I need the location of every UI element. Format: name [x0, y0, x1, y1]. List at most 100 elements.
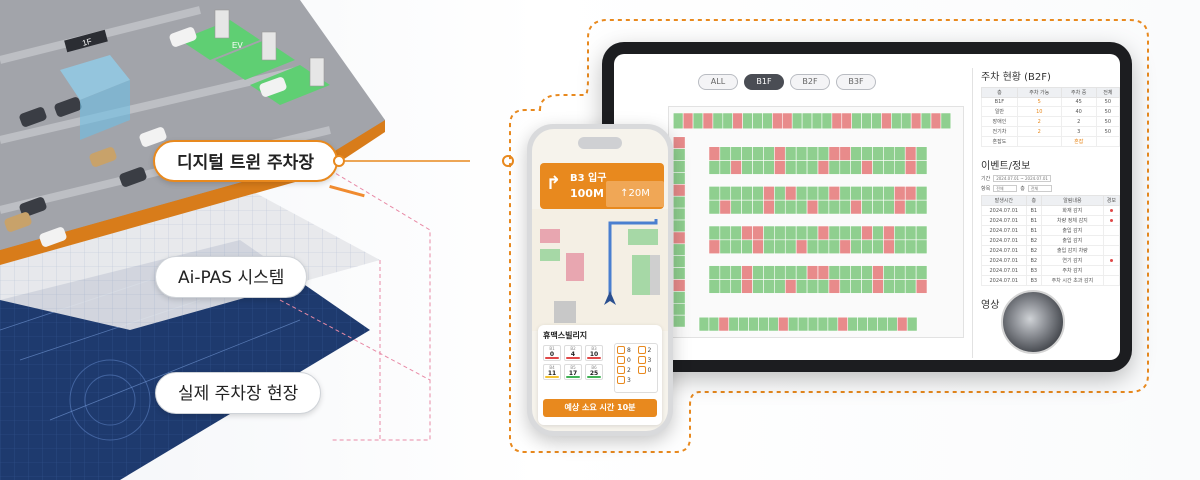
parking-bay[interactable] [872, 239, 884, 255]
parking-bay[interactable] [787, 316, 799, 332]
parking-bay[interactable] [698, 316, 710, 332]
parking-bay[interactable] [850, 146, 862, 161]
parking-bay[interactable] [806, 160, 819, 175]
parking-bay[interactable] [719, 160, 732, 175]
parking-bay[interactable] [741, 160, 753, 175]
parking-bay[interactable] [784, 199, 797, 215]
parking-bay[interactable] [850, 265, 862, 280]
parking-bay[interactable] [877, 316, 888, 332]
parking-map[interactable] [668, 106, 964, 338]
parking-bay[interactable] [894, 186, 906, 201]
parking-bay[interactable] [752, 199, 764, 215]
parking-bay[interactable] [784, 186, 797, 201]
parking-bay[interactable] [839, 265, 851, 280]
parking-bay[interactable] [712, 112, 724, 130]
parking-bay[interactable] [839, 279, 851, 294]
parking-bay[interactable] [883, 225, 895, 241]
parking-bay[interactable] [772, 112, 783, 130]
parking-bay[interactable] [795, 239, 808, 255]
parking-bay[interactable] [708, 225, 721, 241]
parking-bay[interactable] [672, 267, 686, 280]
parking-bay[interactable] [872, 199, 884, 215]
parking-bay[interactable] [719, 199, 732, 215]
parking-bay[interactable] [872, 160, 884, 175]
parking-bay[interactable] [672, 314, 686, 328]
parking-bay[interactable] [817, 225, 830, 241]
parking-bay[interactable] [821, 112, 833, 130]
parking-bay[interactable] [827, 316, 839, 332]
parking-bay[interactable] [763, 279, 775, 294]
filter-period-input[interactable]: 2024.07.01 ~ 2024.07.01 [993, 175, 1051, 182]
parking-bay[interactable] [817, 265, 830, 280]
parking-bay[interactable] [828, 160, 841, 175]
parking-bay[interactable] [806, 265, 819, 280]
parking-bay[interactable] [741, 239, 753, 255]
parking-bay[interactable] [752, 112, 763, 130]
parking-bay[interactable] [719, 279, 732, 294]
parking-bay[interactable] [784, 225, 797, 241]
parking-bay[interactable] [872, 225, 884, 241]
parking-bay[interactable] [817, 316, 829, 332]
parking-bay[interactable] [894, 265, 906, 280]
parking-bay[interactable] [730, 239, 742, 255]
parking-bay[interactable] [784, 146, 797, 161]
parking-bay[interactable] [850, 279, 862, 294]
parking-bay[interactable] [883, 199, 895, 215]
parking-bay[interactable] [839, 239, 851, 255]
parking-bay[interactable] [891, 112, 902, 130]
parking-bay[interactable] [861, 265, 873, 280]
parking-bay[interactable] [774, 199, 786, 215]
parking-bay[interactable] [795, 225, 808, 241]
parking-bay[interactable] [774, 186, 786, 201]
parking-bay[interactable] [940, 112, 952, 130]
parking-bay[interactable] [894, 225, 906, 241]
parking-bay[interactable] [915, 160, 928, 175]
parking-bay[interactable] [850, 160, 862, 175]
parking-bay[interactable] [828, 225, 841, 241]
parking-bay[interactable] [883, 279, 895, 294]
parking-bay[interactable] [702, 112, 714, 130]
parking-bay[interactable] [672, 184, 686, 197]
parking-bay[interactable] [730, 265, 742, 280]
parking-bay[interactable] [817, 199, 830, 215]
parking-bay[interactable] [758, 316, 769, 332]
parking-bay[interactable] [672, 219, 686, 233]
parking-bay[interactable] [850, 239, 862, 255]
parking-bay[interactable] [768, 316, 779, 332]
parking-bay[interactable] [748, 316, 759, 332]
parking-bay[interactable] [837, 316, 849, 332]
parking-bay[interactable] [763, 186, 775, 201]
parking-bay[interactable] [894, 279, 906, 294]
parking-bay[interactable] [730, 146, 742, 161]
parking-bay[interactable] [728, 316, 739, 332]
parking-bay[interactable] [904, 160, 917, 175]
parking-bay[interactable] [718, 316, 730, 332]
parking-bay[interactable] [883, 146, 895, 161]
parking-bay[interactable] [841, 112, 852, 130]
parking-bay[interactable] [781, 112, 793, 130]
parking-bay[interactable] [847, 316, 858, 332]
parking-bay[interactable] [850, 199, 862, 215]
parking-bay[interactable] [672, 291, 686, 304]
parking-bay[interactable] [817, 186, 830, 201]
parking-bay[interactable] [719, 265, 732, 280]
parking-bay[interactable] [915, 279, 928, 294]
parking-bay[interactable] [742, 112, 753, 130]
parking-bay[interactable] [719, 225, 732, 241]
parking-bay[interactable] [672, 243, 686, 257]
parking-bay[interactable] [784, 239, 797, 255]
parking-bay[interactable] [774, 146, 786, 161]
parking-bay[interactable] [894, 160, 906, 175]
parking-bay[interactable] [861, 239, 873, 255]
parking-bay[interactable] [881, 112, 892, 130]
parking-bay[interactable] [774, 225, 786, 241]
parking-bay[interactable] [722, 112, 734, 130]
parking-bay[interactable] [752, 160, 764, 175]
parking-bay[interactable] [672, 195, 686, 209]
parking-bay[interactable] [806, 199, 819, 215]
tab-b1f[interactable]: B1F [744, 74, 784, 90]
parking-bay[interactable] [828, 146, 841, 161]
